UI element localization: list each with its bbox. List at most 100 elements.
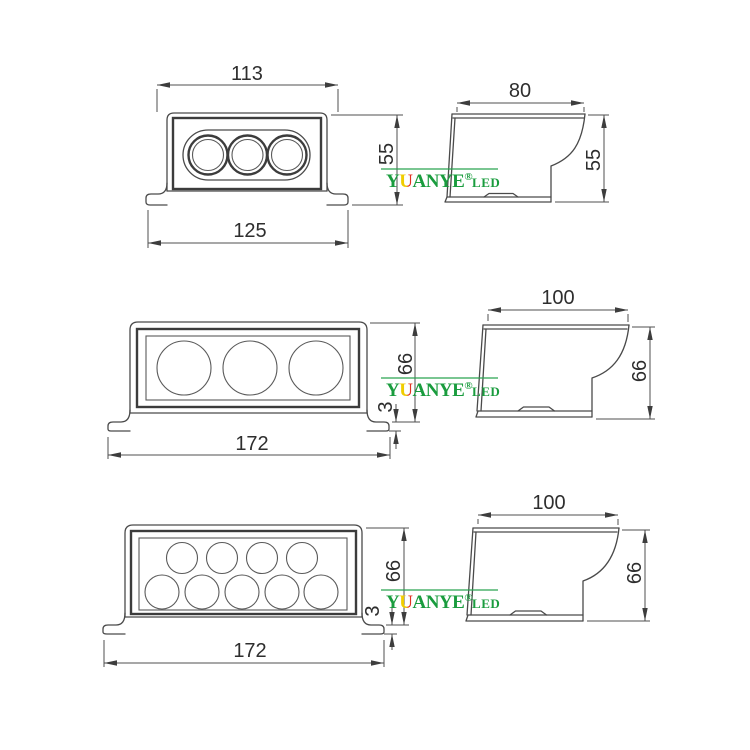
brand-suffix-led: LED [472,596,500,611]
dim-label-flange: 3 [362,605,384,616]
panel-frame [171,116,323,191]
base [465,614,584,622]
dim-label-bottom-width: 172 [233,640,266,662]
dim-arrow [108,452,121,458]
dim-arrow [601,189,607,202]
brand-watermark-middle: YUANYE®LED [381,377,500,401]
lamp-circle [285,541,319,575]
dim-arrow [457,100,470,106]
dim-label-bottom-width: 172 [235,433,268,455]
dim-label-height: 66 [624,562,646,584]
front-edge [446,113,456,198]
dimension-line-113 [156,84,339,112]
dim-label-height: 66 [629,360,651,382]
lamp-circle [165,541,199,575]
brand-letters-rest: ANYE [412,171,464,192]
dim-arrow [325,82,338,88]
row1-side-view: 80 55 [444,80,609,203]
lamp-circle [205,541,239,575]
lamp-circle [226,134,269,176]
brand-logo-text: YUANYE®LED [386,380,500,401]
lamp-inner-circle [270,138,304,172]
back-curve [550,113,586,203]
dim-arrow [389,612,395,625]
dimension-line-55 [555,114,609,203]
dim-label-height: 55 [376,143,398,165]
front-edge [466,527,477,616]
brand-logo-text: YUANYE®LED [386,171,500,192]
dim-label-bottom-width: 125 [233,220,266,242]
lamp-circle [224,574,260,610]
lamp-circle [184,574,220,610]
lens-panel [138,537,348,611]
dimension-line-125 [147,210,349,248]
base-bump [517,406,556,412]
dim-arrow [488,307,501,313]
left-mounting-foot [145,182,168,206]
lamp-circle [245,541,279,575]
dim-arrow [647,327,653,340]
left-mounting-foot [102,612,126,635]
right-mounting-foot [361,612,385,635]
dim-arrow [401,612,407,625]
dim-arrow [394,115,400,128]
dimension-line-172 [103,640,385,667]
base [444,196,552,203]
dim-arrow [571,100,584,106]
dimension-line-55 [331,114,403,206]
brand-letter-y: Y [386,380,400,401]
dim-label-height: 66 [383,560,405,582]
body-outline [166,112,328,192]
brand-letters-rest: ANYE [412,592,464,613]
lamp-circle [288,340,344,396]
panel-frame [129,529,358,616]
row1-front-view: 113 55 125 [145,63,403,248]
dim-arrow [615,307,628,313]
dim-arrow [642,530,648,543]
dimension-line-66 [370,322,420,423]
back-curve [582,527,620,622]
brand-suffix-led: LED [472,175,500,190]
left-mounting-foot [107,409,131,432]
dim-label-depth: 100 [541,287,574,309]
panel-frame [135,327,361,409]
lens-panel [145,335,351,401]
dim-label-height: 66 [395,353,417,375]
brand-logo-text: YUANYE®LED [386,592,500,613]
back-curve [591,324,630,418]
brand-watermark-top: YUANYE®LED [381,168,500,192]
dimension-line-66 [587,529,650,622]
body-outline [124,524,363,618]
lamp-circle [144,574,180,610]
dim-arrow [605,512,618,518]
lamp-circle [222,340,278,396]
right-mounting-foot [366,409,390,432]
dim-arrow [157,82,170,88]
dim-label-depth: 80 [509,80,531,102]
base-bump [509,610,548,616]
dim-arrow [393,431,399,444]
dim-arrow [601,115,607,128]
dim-arrow [412,409,418,422]
dim-arrow [377,452,390,458]
dimension-line-100 [487,309,629,322]
brand-letter-y: Y [386,592,400,613]
registered-mark-icon: ® [464,592,472,604]
brand-watermark-bottom: YUANYE®LED [381,589,500,613]
row3-side-view: 100 66 [465,492,650,622]
dim-arrow [389,634,395,647]
brand-suffix-led: LED [472,384,500,399]
right-mounting-foot [326,182,349,206]
dimension-line-172 [107,437,391,459]
base [475,410,593,418]
row3-front-view: 66 3 172 [102,524,409,667]
lamp-circle [187,134,229,176]
dim-label-top-width: 113 [231,63,263,85]
dim-label-flange: 3 [375,401,397,412]
dim-arrow [371,660,384,666]
top-edge [482,324,630,330]
dimension-line-100 [477,514,619,525]
dim-label-height: 55 [583,149,605,171]
